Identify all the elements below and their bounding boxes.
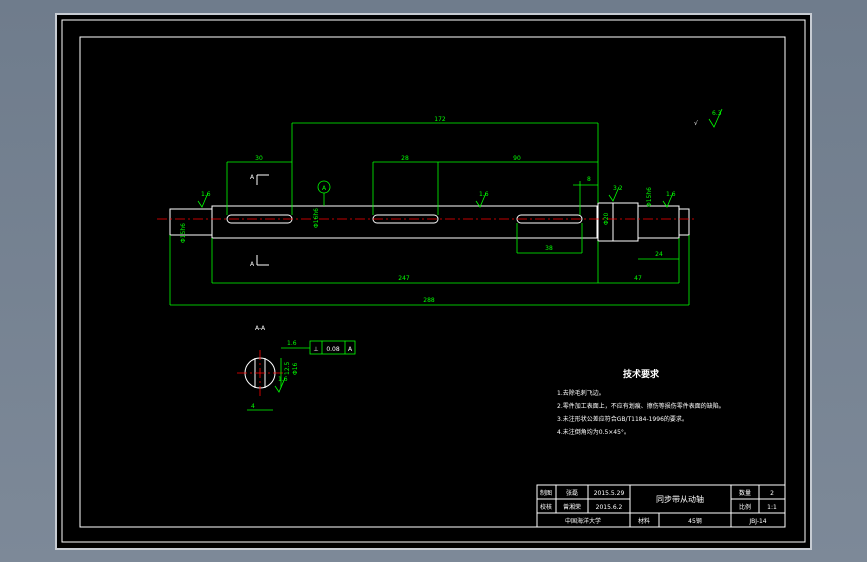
tb-scale-label: 比例 [739, 503, 751, 511]
dim-172: 172 [434, 116, 446, 123]
tb-part-name: 同步带从动轴 [656, 494, 704, 504]
dim-90: 90 [513, 155, 521, 162]
tb-material-label: 材料 [638, 517, 650, 525]
dim-24: 24 [655, 251, 663, 258]
tech-note-3: 3.未注形状公差应符合GB/T1184-1996的要求。 [557, 415, 688, 423]
tech-note-2: 2.零件加工表面上，不应有划痕、擦伤等损伤零件表面的缺陷。 [557, 402, 725, 410]
section-dim-b: 12.5 [284, 361, 291, 375]
inner-frame [79, 36, 786, 528]
tb-material: 45钢 [688, 517, 702, 525]
tb-r1-label: 制图 [540, 489, 552, 497]
section-label: A-A [255, 325, 266, 332]
dim-47: 47 [634, 275, 642, 282]
dim-247: 247 [398, 275, 410, 282]
drawing-canvas: 172 30 28 90 38 247 47 24 288 8 Φ15h6 Φ1… [61, 19, 806, 543]
tb-r1-name: 张磊 [566, 489, 578, 497]
section-dim-c: Φ16 [292, 362, 299, 375]
tolerance-value: 0.08 [326, 346, 340, 353]
tb-r1-date: 2015.5.29 [594, 490, 625, 497]
roughness-4: 1.6 [666, 191, 676, 198]
tb-qty: 2 [770, 490, 774, 497]
section-view [237, 350, 283, 411]
section-dim-a: 4 [251, 403, 255, 410]
dim-28: 28 [401, 155, 409, 162]
outer-frame [61, 19, 806, 543]
dim-288: 288 [423, 297, 435, 304]
section-cut-marks [256, 174, 269, 266]
dim-30: 30 [255, 155, 263, 162]
datum-label: A [322, 185, 327, 192]
tb-scale: 1:1 [767, 504, 777, 511]
tolerance-frame [281, 340, 356, 355]
tech-title: 技术要求 [623, 368, 660, 380]
dimension-lines [169, 122, 690, 306]
roughness-6: 1.6 [287, 340, 297, 347]
roughness-symbols [197, 108, 723, 393]
roughness-overall: 6.3 [712, 110, 722, 117]
roughness-1: 1.6 [201, 191, 211, 198]
roughness-5: 1.6 [278, 376, 288, 383]
dim-right-diameter: Φ15h6 [646, 187, 653, 207]
tolerance-symbol: ⊥ [313, 346, 318, 353]
roughness-2: 1.6 [479, 191, 489, 198]
title-block [536, 484, 786, 528]
shaft-outline [169, 202, 690, 242]
cad-drawing-viewport[interactable]: 172 30 28 90 38 247 47 24 288 8 Φ15h6 Φ1… [55, 13, 812, 550]
tb-qty-label: 数量 [739, 489, 751, 497]
dim-key-diameter: Φ16h6 [313, 208, 320, 228]
roughness-overall-symbol: √ [694, 120, 698, 127]
tech-note-4: 4.未注倒角均为0.5×45°。 [557, 428, 630, 436]
dim-mid-diameter: Φ20 [603, 212, 610, 225]
cut-label-top: A [250, 174, 255, 181]
tech-note-1: 1.去除毛刺飞边。 [557, 389, 605, 397]
tolerance-datum: A [348, 346, 353, 353]
dim-38: 38 [545, 245, 553, 252]
tb-school: 中国海洋大学 [565, 517, 601, 525]
tb-r2-name: 曾湘荣 [563, 503, 581, 511]
roughness-3: 3.2 [613, 185, 623, 192]
tb-code: JBJ-14 [748, 518, 766, 525]
cut-label-bottom: A [250, 261, 255, 268]
dim-left-diameter: Φ15h6 [180, 223, 187, 243]
dim-8: 8 [587, 176, 591, 183]
tb-r2-label: 校核 [540, 503, 552, 511]
tb-r2-date: 2015.6.2 [596, 504, 623, 511]
